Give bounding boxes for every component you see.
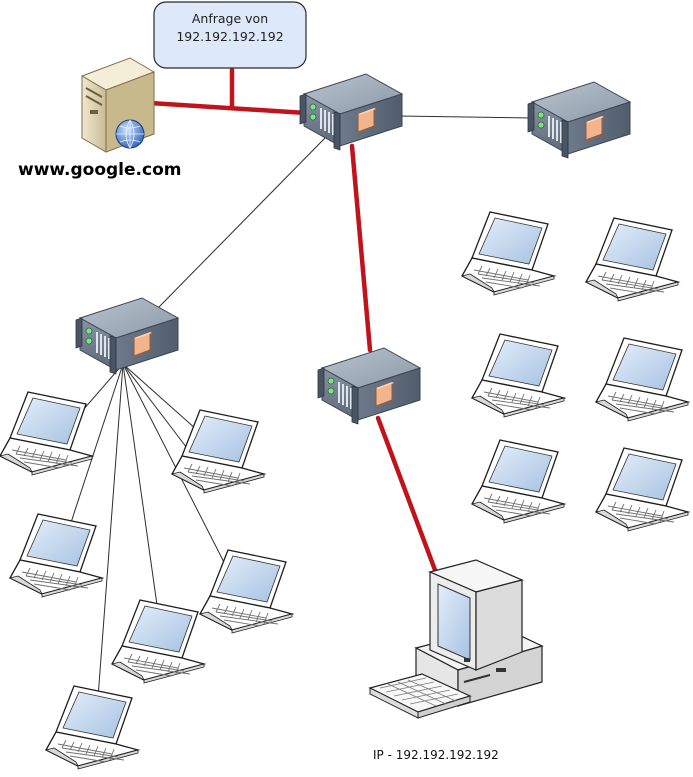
web-server — [80, 57, 156, 153]
laptop-icon — [585, 217, 679, 302]
laptop-icon — [471, 333, 565, 418]
request-route — [147, 67, 441, 581]
laptop-icon — [199, 549, 293, 634]
laptop-icon — [9, 513, 103, 598]
route-router-to-pc — [375, 415, 441, 581]
thin-links — [49, 115, 531, 699]
laptop-icon — [111, 599, 205, 684]
router-icon — [299, 73, 403, 151]
client-ip-label: IP - 192.192.192.192 — [373, 748, 499, 762]
laptop-icon — [0, 391, 93, 476]
callout-line-1: Anfrage von — [191, 11, 269, 26]
request-callout — [153, 1, 307, 69]
link-router-top-right — [397, 115, 531, 119]
laptop-icon — [45, 685, 139, 770]
laptop-icon — [595, 447, 689, 532]
link-laptop — [122, 363, 207, 439]
link-router-left — [157, 137, 326, 309]
callout-label: Anfrage von 192.192.192.192 — [154, 10, 306, 46]
router-icon — [75, 297, 179, 375]
link-laptop — [97, 363, 124, 699]
laptop-icon — [471, 439, 565, 524]
laptop-icon — [171, 409, 265, 494]
link-laptop — [122, 363, 191, 453]
laptop-icon — [461, 211, 555, 296]
web-server-label: www.google.com — [18, 160, 182, 180]
desktop-computer-icon — [368, 559, 544, 719]
link-laptop — [122, 363, 159, 613]
laptop-icon — [595, 337, 689, 422]
link-laptop — [61, 363, 124, 551]
route-router-to-router — [349, 143, 373, 353]
router-icon — [317, 347, 421, 425]
router-icon — [527, 81, 631, 159]
route-server-to-router — [147, 100, 309, 116]
callout-line-2: 192.192.192.192 — [176, 29, 284, 44]
